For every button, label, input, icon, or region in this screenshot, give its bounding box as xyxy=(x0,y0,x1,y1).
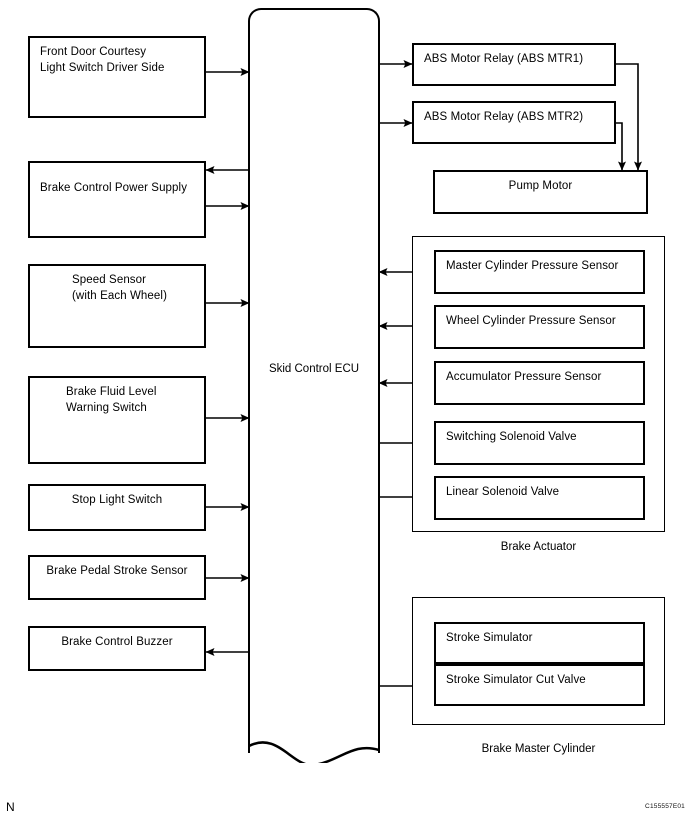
ecu-body xyxy=(248,8,380,753)
box-label: Accumulator Pressure Sensor xyxy=(446,371,602,383)
box-speed-sensor[interactable]: Speed Sensor (with Each Wheel) xyxy=(28,264,206,348)
box-front-door-courtesy-light-switch[interactable]: Front Door Courtesy Light Switch Driver … xyxy=(28,36,206,118)
box-label: Brake Pedal Stroke Sensor xyxy=(46,565,188,577)
box-master-cylinder-pressure-sensor[interactable]: Master Cylinder Pressure Sensor xyxy=(434,250,645,294)
box-abs-motor-relay-2[interactable]: ABS Motor Relay (ABS MTR2) xyxy=(412,101,616,144)
ecu-break-line xyxy=(248,741,380,763)
wire-mtr1-to-pump xyxy=(616,63,642,171)
box-label: Wheel Cylinder Pressure Sensor xyxy=(446,315,616,327)
caption-brake-actuator: Brake Actuator xyxy=(500,541,577,553)
box-label: Brake Control Power Supply xyxy=(40,182,188,194)
box-stroke-simulator[interactable]: Stroke Simulator xyxy=(434,622,645,664)
box-label: Stroke Simulator Cut Valve xyxy=(446,674,586,686)
wire-mtr2-to-pump xyxy=(616,122,626,171)
box-label: Master Cylinder Pressure Sensor xyxy=(446,260,619,272)
box-brake-control-buzzer[interactable]: Brake Control Buzzer xyxy=(28,626,206,671)
box-label: Stroke Simulator xyxy=(446,632,533,644)
box-label: Speed Sensor (with Each Wheel) xyxy=(72,274,168,302)
figure-id: C155557E01 xyxy=(645,803,685,810)
box-label: Linear Solenoid Valve xyxy=(446,486,560,498)
footer-note: N xyxy=(6,800,15,814)
box-accumulator-pressure-sensor[interactable]: Accumulator Pressure Sensor xyxy=(434,361,645,405)
box-label: Brake Fluid Level Warning Switch xyxy=(66,386,157,414)
box-brake-fluid-level-warning-switch[interactable]: Brake Fluid Level Warning Switch xyxy=(28,376,206,464)
box-brake-control-power-supply[interactable]: Brake Control Power Supply xyxy=(28,161,206,238)
box-abs-motor-relay-1[interactable]: ABS Motor Relay (ABS MTR1) xyxy=(412,43,616,86)
box-pump-motor[interactable]: Pump Motor xyxy=(433,170,648,214)
box-stroke-simulator-cut-valve[interactable]: Stroke Simulator Cut Valve xyxy=(434,664,645,706)
box-label: Stop Light Switch xyxy=(71,494,163,506)
box-label: ABS Motor Relay (ABS MTR2) xyxy=(424,111,584,123)
box-label: Brake Control Buzzer xyxy=(61,636,173,648)
box-label: Switching Solenoid Valve xyxy=(446,431,577,443)
box-wheel-cylinder-pressure-sensor[interactable]: Wheel Cylinder Pressure Sensor xyxy=(434,305,645,349)
box-label: ABS Motor Relay (ABS MTR1) xyxy=(424,53,584,65)
box-linear-solenoid-valve[interactable]: Linear Solenoid Valve xyxy=(434,476,645,520)
box-brake-pedal-stroke-sensor[interactable]: Brake Pedal Stroke Sensor xyxy=(28,555,206,600)
skid-control-ecu[interactable]: Skid Control ECU xyxy=(248,8,380,763)
box-switching-solenoid-valve[interactable]: Switching Solenoid Valve xyxy=(434,421,645,465)
box-label: Front Door Courtesy Light Switch Driver … xyxy=(40,46,165,74)
ecu-label: Skid Control ECU xyxy=(268,363,360,375)
caption-brake-master-cylinder: Brake Master Cylinder xyxy=(481,743,596,755)
box-label: Pump Motor xyxy=(508,180,573,192)
box-stop-light-switch[interactable]: Stop Light Switch xyxy=(28,484,206,531)
